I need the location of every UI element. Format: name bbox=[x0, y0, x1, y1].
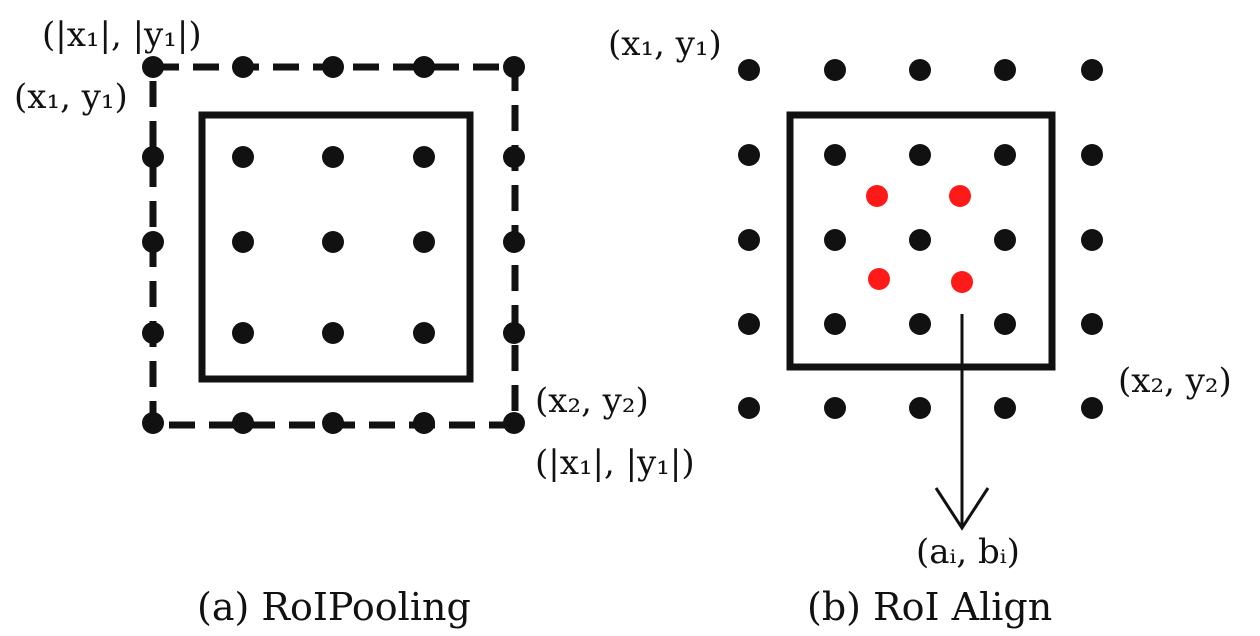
grid-point bbox=[1081, 229, 1103, 251]
grid-point bbox=[909, 229, 931, 251]
grid-point bbox=[503, 56, 525, 78]
grid-point bbox=[909, 144, 931, 166]
grid-point bbox=[232, 322, 254, 344]
grid-point bbox=[413, 231, 435, 253]
grid-point bbox=[824, 397, 846, 419]
panel-roialign: (x₁, y₁) (x₂, y₂) (aᵢ, bᵢ) (b) RoI Align bbox=[608, 24, 1232, 629]
roipooling-caption: (a) RoIPooling bbox=[197, 585, 471, 629]
roipooling-roi-box bbox=[198, 111, 474, 383]
grid-point bbox=[322, 56, 344, 78]
panel-roipooling: (|x₁|, |y₁|) (x₁, y₁) (x₂, y₂) (|x₁|, |y… bbox=[14, 15, 695, 629]
grid-point bbox=[824, 229, 846, 251]
grid-point bbox=[232, 146, 254, 168]
grid-point bbox=[994, 59, 1016, 81]
grid-point bbox=[413, 412, 435, 434]
roialign-label-bottom: (x₂, y₂) bbox=[1118, 361, 1232, 401]
grid-point bbox=[738, 59, 760, 81]
grid-point bbox=[142, 322, 164, 344]
grid-point bbox=[994, 229, 1016, 251]
grid-point bbox=[322, 146, 344, 168]
grid-point bbox=[1081, 313, 1103, 335]
roipooling-label-outer-bottom: (|x₁|, |y₁|) bbox=[535, 443, 695, 483]
grid-point bbox=[824, 144, 846, 166]
grid-point bbox=[413, 322, 435, 344]
grid-point bbox=[909, 59, 931, 81]
grid-point bbox=[738, 144, 760, 166]
grid-point bbox=[503, 322, 525, 344]
sample-point bbox=[868, 268, 890, 290]
grid-point bbox=[503, 412, 525, 434]
roialign-arrow-head bbox=[934, 487, 990, 531]
grid-point bbox=[994, 313, 1016, 335]
roialign-sample-points bbox=[866, 185, 973, 293]
grid-point bbox=[738, 229, 760, 251]
sample-point bbox=[949, 185, 971, 207]
grid-point bbox=[909, 397, 931, 419]
grid-point bbox=[738, 397, 760, 419]
grid-point bbox=[142, 231, 164, 253]
grid-point bbox=[1081, 59, 1103, 81]
sample-point bbox=[951, 271, 973, 293]
grid-point bbox=[232, 56, 254, 78]
grid-point bbox=[994, 397, 1016, 419]
grid-point bbox=[142, 146, 164, 168]
grid-point bbox=[142, 412, 164, 434]
grid-point bbox=[1081, 144, 1103, 166]
grid-point bbox=[142, 56, 164, 78]
grid-point bbox=[322, 322, 344, 344]
grid-point bbox=[503, 146, 525, 168]
roipooling-grid-points bbox=[142, 56, 525, 434]
roipooling-label-inner-bottom: (x₂, y₂) bbox=[535, 381, 649, 421]
grid-point bbox=[994, 144, 1016, 166]
roipooling-label-outer-top: (|x₁|, |y₁|) bbox=[42, 15, 202, 55]
grid-point bbox=[738, 313, 760, 335]
grid-point bbox=[503, 231, 525, 253]
grid-point bbox=[1081, 397, 1103, 419]
roipooling-label-inner-top: (x₁, y₁) bbox=[14, 77, 128, 117]
grid-point bbox=[413, 146, 435, 168]
roialign-label-top: (x₁, y₁) bbox=[608, 24, 722, 64]
grid-point bbox=[824, 313, 846, 335]
roialign-grid-points bbox=[738, 59, 1103, 419]
grid-point bbox=[322, 231, 344, 253]
grid-point bbox=[322, 412, 344, 434]
grid-point bbox=[232, 231, 254, 253]
roialign-roi-box bbox=[786, 111, 1056, 371]
roialign-caption: (b) RoI Align bbox=[807, 585, 1052, 629]
grid-point bbox=[413, 56, 435, 78]
grid-point bbox=[232, 412, 254, 434]
sample-point bbox=[866, 185, 888, 207]
grid-point bbox=[909, 313, 931, 335]
roialign-label-arrow: (aᵢ, bᵢ) bbox=[916, 532, 1020, 572]
grid-point bbox=[824, 59, 846, 81]
